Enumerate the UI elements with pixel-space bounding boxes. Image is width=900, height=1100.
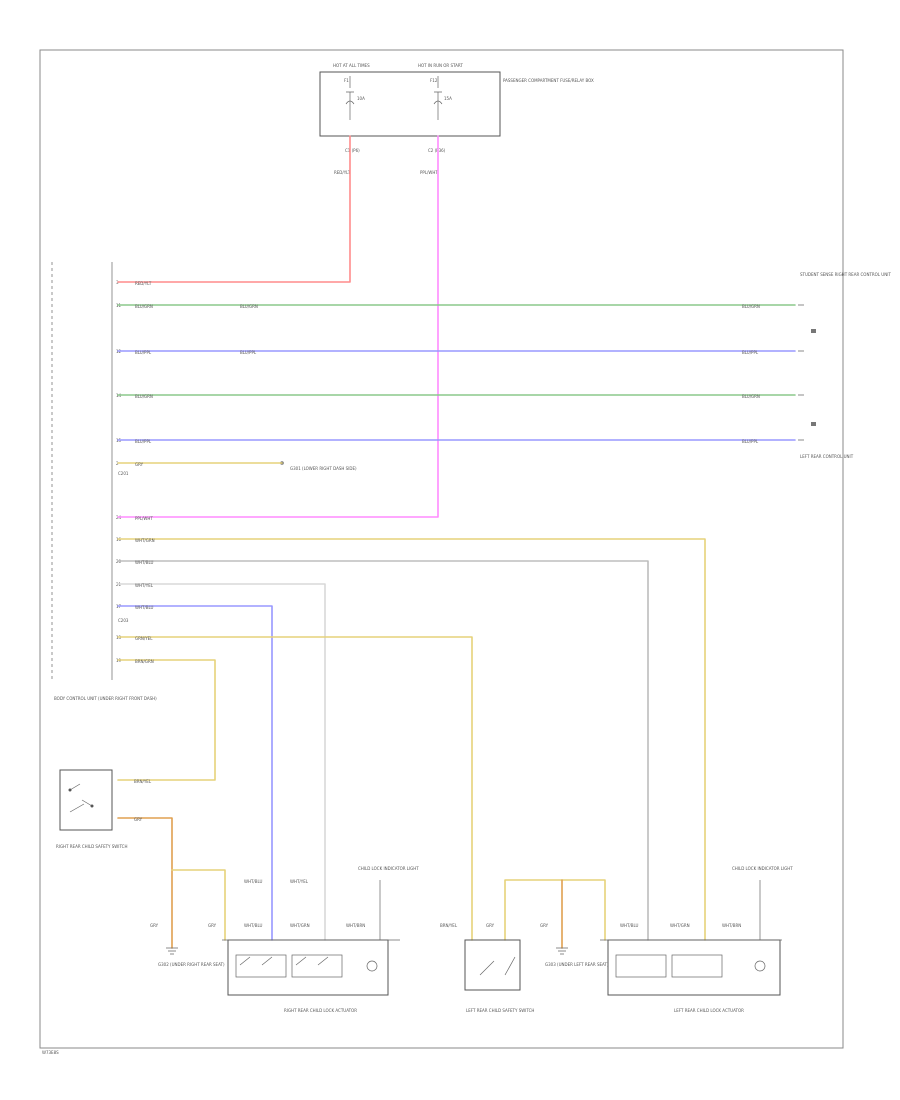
wire-tan-3 [171, 869, 226, 941]
rr-module [227, 939, 389, 996]
wire-blue-3 [117, 605, 273, 941]
label-blue-1: BLU/PPL [135, 350, 152, 355]
indicator-right: CHILD LOCK INDICATOR LIGHT [732, 866, 793, 871]
footer-code: W73E8S [42, 1050, 59, 1055]
left-switch-name: RIGHT REAR CHILD SAFETY SWITCH [56, 844, 127, 849]
rr-module-name: RIGHT REAR CHILD LOCK ACTUATOR [284, 1008, 357, 1013]
label-blue-1-mid: BLU/PPL [240, 350, 257, 355]
bj-1: WHT/BLU [244, 879, 263, 884]
bw-6: BRN/YEL [440, 923, 458, 928]
bj-2: WHT/YEL [290, 879, 309, 884]
label-green-1-mid: BLU/GRN [240, 304, 258, 309]
module-name: BODY CONTROL UNIT (UNDER RIGHT FRONT DAS… [54, 696, 157, 701]
ground-mid-label: G303 (UNDER LEFT REAR SEAT) [545, 962, 609, 967]
fuse-relay-box: HOT AT ALL TIMES HOT IN RUN OR START F1 … [319, 63, 594, 175]
label-green-1: BLU/GRN [135, 304, 153, 309]
bw-7: GRY [486, 923, 495, 928]
label-green-2: BLU/GRN [135, 394, 153, 399]
indicator-left: CHILD LOCK INDICATOR LIGHT [358, 866, 419, 871]
splice-a-label: C201 [118, 471, 129, 476]
right-side-components: STUDENT SENSE RIGHT REAR CONTROL UNIT LE… [798, 272, 891, 459]
label-pink: PPL/WHT [135, 516, 153, 521]
label-blue-2: BLU/PPL [135, 439, 152, 444]
lr-module [607, 939, 781, 996]
connector-marker-2 [811, 422, 816, 426]
mid-switch-name: LEFT REAR CHILD SAFETY SWITCH [466, 1008, 534, 1013]
wire-orange-2 [117, 817, 173, 949]
wires [117, 135, 796, 949]
connector-marker-1 [811, 329, 816, 333]
fuse-pin-right: C2 (P36) [428, 148, 446, 153]
wire-red [117, 135, 351, 283]
bw-9: WHT/GRN [670, 923, 690, 928]
fuse-wire-right: PPL/WHT [420, 170, 438, 175]
ground-left-label: G302 (UNDER RIGHT REAR SEAT) [158, 962, 225, 967]
bw-8: WHT/BLU [620, 923, 639, 928]
label-blue-2-right: BLU/PPL [742, 439, 759, 444]
label-orange: BRN/GRN [135, 659, 154, 664]
wire-white-1 [117, 560, 649, 941]
label-white-1: WHT/BLU [135, 560, 154, 565]
wire-white-2 [117, 583, 326, 941]
body-control-module: BODY CONTROL UNIT (UNDER RIGHT FRONT DAS… [51, 262, 357, 701]
label-tan-2: GRN/YEL [135, 636, 153, 641]
bw-2: GRY [208, 923, 217, 928]
right-top-component: STUDENT SENSE RIGHT REAR CONTROL UNIT [800, 272, 891, 277]
label-gray: GRY [135, 462, 144, 467]
fuse-left-label: HOT AT ALL TIMES [333, 63, 370, 68]
label-white-2: WHT/YEL [135, 583, 154, 588]
wire-labels: RED/YLT BLU/GRN BLU/GRN BLU/GRN BLU/PPL … [135, 281, 760, 664]
wire-tan-2 [117, 636, 473, 941]
fuse-pin-left: C1 (P6) [345, 148, 360, 153]
label-green-2-right: BLU/GRN [742, 394, 760, 399]
label-blue-1-right: BLU/PPL [742, 350, 759, 355]
bw-4: WHT/GRN [290, 923, 310, 928]
module-ground-label: G301 (LOWER RIGHT DASH SIDE) [290, 466, 357, 471]
bw-5: WHT/BRN [346, 923, 365, 928]
label-blue-3: WHT/BLU [135, 605, 154, 610]
right-rear-safety-switch: RIGHT REAR CHILD SAFETY SWITCH BRN/YEL G… [56, 769, 152, 849]
wire-tan-1 [117, 538, 706, 941]
bw-10: WHT/BRN [722, 923, 741, 928]
label-green-1-right: BLU/GRN [742, 304, 760, 309]
lr-module-name: LEFT REAR CHILD LOCK ACTUATOR [674, 1008, 744, 1013]
wire-tan-4 [504, 879, 606, 941]
fuse-wire-left: RED/YLT [334, 170, 351, 175]
fuse-f1-label: F1 [344, 78, 349, 83]
fuse-f2-label: F12 [430, 78, 438, 83]
bottom-components: G302 (UNDER RIGHT REAR SEAT) RIGHT REAR … [150, 866, 793, 1013]
left-switch-wire-b: GRY [134, 817, 143, 822]
splice-b-label: C203 [118, 618, 129, 623]
label-red: RED/YLT [135, 281, 152, 286]
mid-switch [464, 939, 521, 991]
right-bottom-component: LEFT REAR CONTROL UNIT [800, 454, 854, 459]
label-tan-1: WHT/GRN [135, 538, 155, 543]
fuse-f2-amp: 15A [444, 96, 452, 101]
bw-3: WHT/BLU [244, 923, 263, 928]
wire-pink [117, 135, 439, 518]
diagram-frame [39, 49, 844, 1049]
fuse-right-label: HOT IN RUN OR START [418, 63, 463, 68]
left-switch-wire-a: BRN/YEL [134, 779, 152, 784]
wire-orange-1 [117, 659, 216, 781]
bw-1: GRY [150, 923, 159, 928]
bw-11: GRY [540, 923, 549, 928]
fuse-box-name: PASSENGER COMPARTMENT FUSE/RELAY BOX [503, 78, 594, 83]
fuse-f1-amp: 10A [357, 96, 365, 101]
